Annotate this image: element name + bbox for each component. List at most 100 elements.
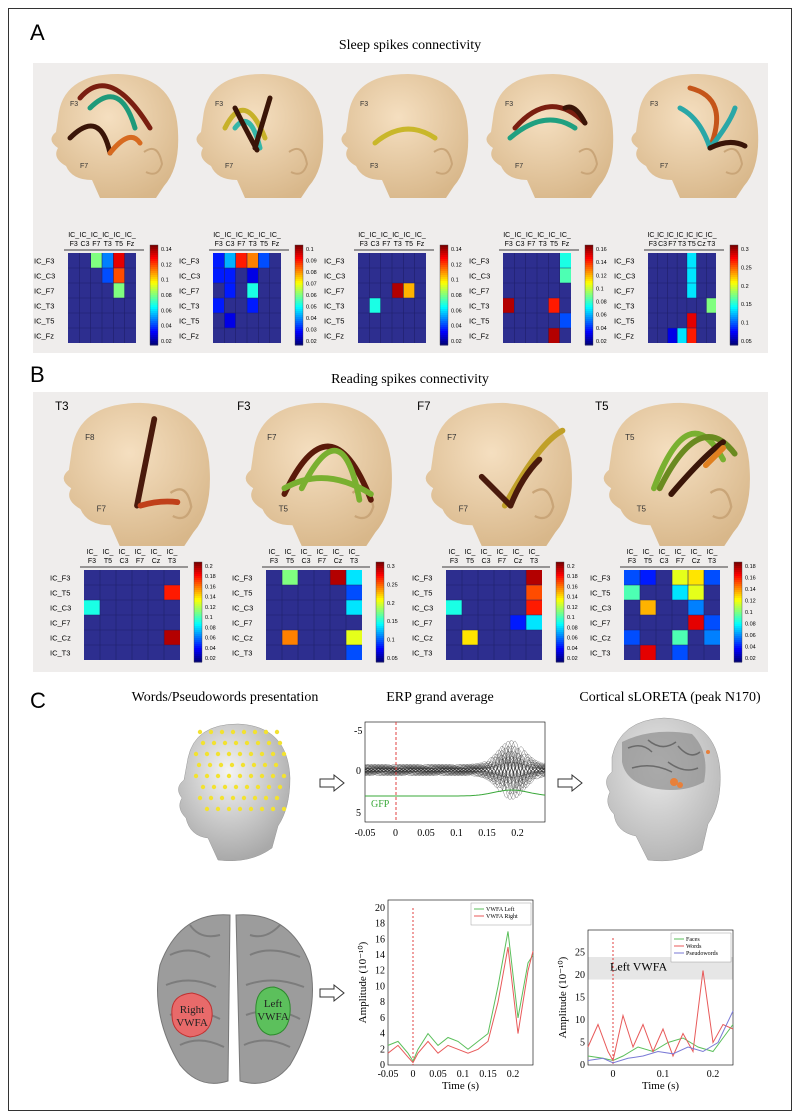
reading-colorbar-tick: 0.12 <box>205 605 216 611</box>
sleep-matrix-col-label: T5 <box>260 241 268 248</box>
sleep-colorbar-tick: 0.08 <box>306 270 317 276</box>
sleep-matrix-col-label: IC_ <box>225 232 236 239</box>
sleep-matrix-cell <box>548 328 560 343</box>
reading-matrix-1: IC_F3IC_T5IC_C3IC_F7IC_CzIC_T3IC_F3IC_T5… <box>232 549 398 663</box>
xtick-label: -0.05 <box>378 1069 399 1080</box>
panel-a-letter: A <box>30 20 45 45</box>
sleep-matrix-cell <box>559 268 571 283</box>
electrode-dot <box>266 784 272 790</box>
electrode-dot <box>255 740 261 746</box>
ytick-label: 2 <box>380 1044 385 1055</box>
sleep-colorbar-tick: 0.02 <box>161 339 172 345</box>
xtick-label: 0 <box>411 1069 416 1080</box>
reading-matrix-row-label: IC_T3 <box>50 649 70 658</box>
electrode-dot <box>252 795 258 801</box>
reading-colorbar-tick: 0.05 <box>387 656 398 662</box>
erp-gfp-line <box>365 789 546 797</box>
reading-matrix-cell <box>446 600 462 615</box>
sleep-matrix-col-label: IC_ <box>686 232 697 239</box>
reading-colorbar-tick: 0.04 <box>745 645 756 651</box>
panel-c-letter: C <box>30 688 46 713</box>
sleep-connection-4-1 <box>677 105 713 151</box>
panel-c-title-sloreta: Cortical sLORETA (peak N170) <box>579 690 761 705</box>
reading-matrix-cell <box>526 615 542 630</box>
sleep-matrix-cell <box>224 313 236 328</box>
sleep-matrix-col-label: IC_ <box>415 232 426 239</box>
reading-colorbar-tick: 0.08 <box>205 625 216 631</box>
reading-matrix-col-label: IC_ <box>349 549 360 556</box>
plot-frame <box>387 899 534 1066</box>
sleep-matrix-cell <box>403 283 415 298</box>
sleep-matrix-col-label: Fz <box>126 241 134 248</box>
sleep-matrix-col-label: T3 <box>249 241 257 248</box>
sleep-colorbar-tick: 0.1 <box>451 278 459 284</box>
electrode-dot <box>281 773 287 779</box>
sleep-matrix-col-label: IC_ <box>91 232 102 239</box>
sleep-matrix-cell <box>247 253 259 268</box>
reading-matrix-cell <box>672 585 688 600</box>
reading-matrix-cell <box>672 570 688 585</box>
sloreta-head <box>606 717 721 862</box>
reading-matrix-cell <box>688 615 704 630</box>
sleep-matrix-col-label: IC_ <box>102 232 113 239</box>
sleep-matrix-col-label: IC_ <box>358 232 369 239</box>
sleep-colorbar-tick: 0.14 <box>161 247 172 253</box>
sleep-matrix-row-label: IC_F3 <box>469 257 489 266</box>
reading-colorbar-tick: 0.06 <box>205 636 216 642</box>
reading-matrix-col-label: T5 <box>466 558 474 565</box>
reading-matrix-col-label: IC_ <box>449 549 460 556</box>
sleep-matrix-col-label: IC_ <box>259 232 270 239</box>
sleep-matrix-cell <box>113 268 125 283</box>
reading-colorbar-tick: 0.12 <box>745 599 756 605</box>
reading-colorbar-tick: 0.14 <box>205 595 216 601</box>
electrode-dot <box>270 773 276 779</box>
reading-matrix-cell <box>282 630 298 645</box>
y-axis-label: Amplitude (10⁻¹⁰) <box>557 956 569 1038</box>
sleep-matrix-col-label: IC_ <box>270 232 281 239</box>
reading-matrix-row-label: IC_C3 <box>50 604 71 613</box>
electrode-dot <box>233 740 239 746</box>
sleep-connection-0-2 <box>67 123 113 156</box>
erp-xtick: 0.1 <box>450 828 463 839</box>
sleep-matrix-row-label: IC_T5 <box>179 317 199 326</box>
reading-connection-3-1 <box>656 434 738 492</box>
reading-connection-2-2 <box>507 456 543 509</box>
electrode-dot <box>277 784 283 790</box>
reading-matrix-0: IC_F3IC_T5IC_C3IC_F7IC_CzIC_T3IC_F3IC_T5… <box>50 549 216 663</box>
sleep-colorbar-tick: 0.04 <box>596 326 607 332</box>
vwfa-right-label-line1: Right <box>180 1004 204 1016</box>
reading-matrix-col-label: IC_ <box>481 549 492 556</box>
sleep-matrix-col-label: Cz <box>697 241 706 248</box>
reading-matrix-cell <box>688 570 704 585</box>
reading-matrix-cell <box>688 585 704 600</box>
vwfa-left-label-line1: Left <box>264 998 282 1010</box>
reading-matrix-row-label: IC_F3 <box>412 574 432 583</box>
electrode-dot <box>204 806 210 812</box>
electrode-dot <box>259 773 265 779</box>
reading-matrix-col-label: F3 <box>270 558 278 565</box>
sleep-matrix-cell <box>706 298 716 313</box>
sleep-matrix-row-label: IC_T3 <box>34 302 54 311</box>
reading-colorbar <box>555 561 565 663</box>
sleep-matrix-cell <box>686 328 697 343</box>
sleep-matrix-cell <box>113 253 125 268</box>
electrode-dot <box>251 762 257 768</box>
series-words <box>587 970 734 1062</box>
reading-colorbar-tick: 0.02 <box>205 656 216 662</box>
electrode-dot <box>281 751 287 757</box>
sleep-colorbar-tick: 0.12 <box>596 273 607 279</box>
reading-matrix-cell <box>346 630 362 645</box>
reading-colorbar-tick: 0.08 <box>745 622 756 628</box>
reading-matrix-cell <box>624 630 640 645</box>
reading-connection-3-2 <box>668 439 727 497</box>
reading-matrix-cell <box>462 630 478 645</box>
sleep-matrix-col-label: Fz <box>271 241 279 248</box>
electrode-dot <box>255 784 261 790</box>
reading-matrix-row-label: IC_Cz <box>232 634 253 643</box>
sleep-matrix-col-label: IC_ <box>657 232 668 239</box>
sleep-matrix-row-label: IC_T3 <box>469 302 489 311</box>
reading-matrix-col-label: IC_ <box>151 549 162 556</box>
reading-matrix-cell <box>346 585 362 600</box>
